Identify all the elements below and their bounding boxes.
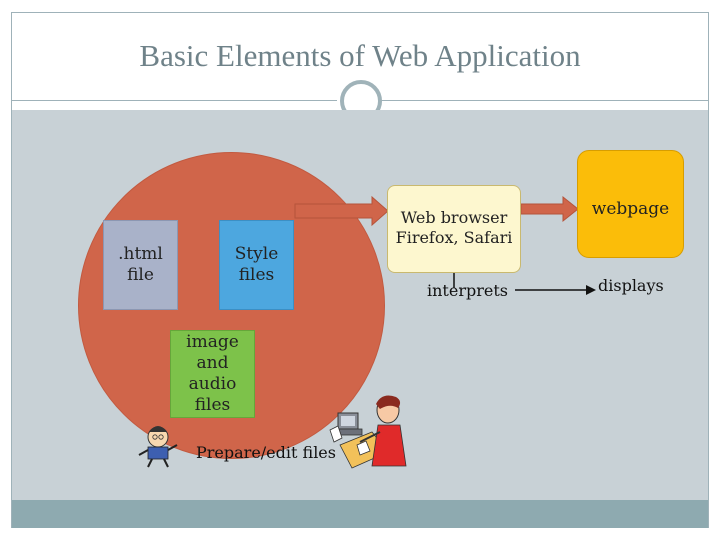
html-file-box: .html file (103, 220, 178, 310)
arrow-browser-to-webpage (520, 195, 579, 223)
arrow-circle-to-browser (294, 195, 389, 227)
prepare-edit-label: Prepare/edit files (196, 443, 336, 462)
footer-bar (12, 500, 708, 528)
webpage-box: webpage (577, 150, 684, 258)
web-browser-box: Web browser Firefox, Safari (387, 185, 521, 273)
displays-label: displays (598, 276, 664, 295)
title-divider-right (378, 100, 708, 101)
arrow-interprets-to-displays-head (586, 285, 596, 295)
style-files-box: Style files (219, 220, 294, 310)
person-at-computer-icon (329, 395, 407, 469)
slide-title: Basic Elements of Web Application (139, 38, 581, 73)
interprets-label: interprets (427, 281, 508, 300)
media-files-box: image and audio files (170, 330, 255, 418)
title-divider-left (12, 100, 337, 101)
cartoon-person-icon (138, 426, 178, 468)
